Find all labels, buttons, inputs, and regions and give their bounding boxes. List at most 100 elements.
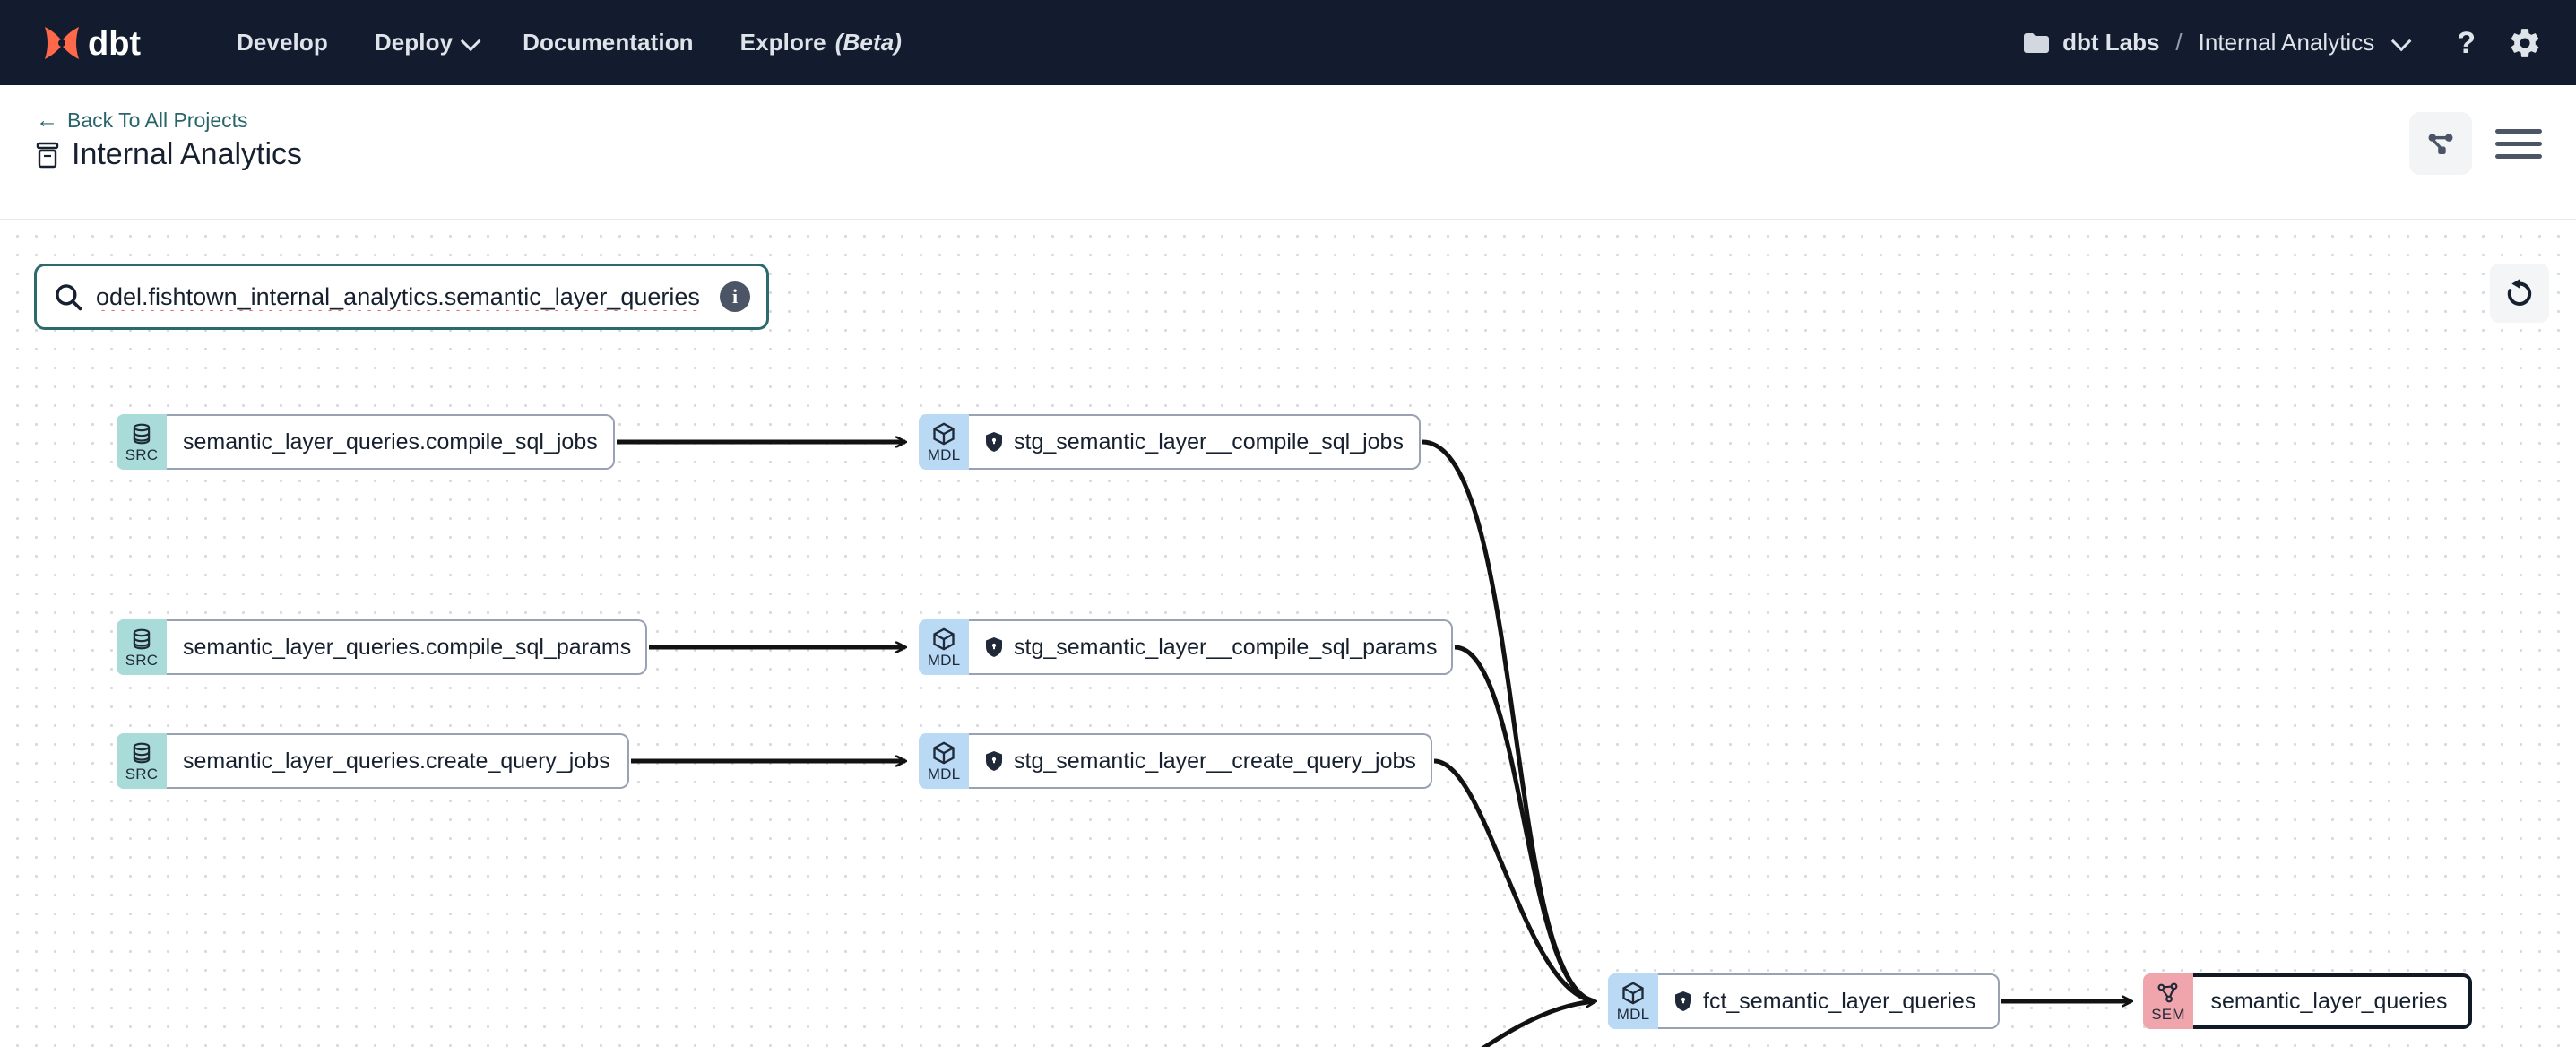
node-type-label: SRC — [125, 766, 159, 783]
project-name: Internal Analytics — [2198, 29, 2375, 56]
hamburger-menu-icon[interactable] — [2495, 120, 2542, 167]
dbt-logo[interactable]: dbt — [39, 22, 174, 65]
primary-nav: Develop Deploy Documentation Explore (Be… — [237, 29, 902, 56]
org-breadcrumb[interactable]: dbt Labs — [2023, 29, 2159, 56]
search-input[interactable]: odel.fishtown_internal_analytics.semanti… — [34, 264, 769, 330]
edge-mdl4-fct — [1481, 1001, 1595, 1047]
node-body: fct_semantic_layer_queries — [1658, 973, 2000, 1029]
shield-lock-icon — [985, 750, 1003, 772]
node-body: semantic_layer_queries — [2193, 973, 2472, 1029]
node-type-badge-src: SRC — [117, 619, 167, 675]
cube-icon — [931, 740, 956, 766]
graph-node-sem[interactable]: SEM semantic_layer_queries — [2143, 973, 2472, 1029]
nav-label-develop: Develop — [237, 29, 328, 56]
node-type-label: SRC — [125, 652, 159, 669]
node-body: stg_semantic_layer__compile_sql_jobs — [969, 414, 1421, 470]
node-type-label: MDL — [927, 652, 961, 669]
nav-label-deploy: Deploy — [374, 29, 454, 56]
folder-icon — [2024, 32, 2050, 53]
database-icon — [130, 740, 153, 766]
breadcrumb-separator: / — [2175, 29, 2183, 56]
dbt-logo-icon: dbt — [45, 25, 141, 63]
chevron-down-icon — [2391, 30, 2412, 51]
node-type-badge-mdl: MDL — [919, 733, 969, 789]
nav-item-deploy[interactable]: Deploy — [374, 29, 481, 56]
cube-icon — [1621, 981, 1646, 1006]
graph-node-src[interactable]: SRC semantic_layer_queries.compile_sql_p… — [117, 619, 647, 675]
nav-item-documentation[interactable]: Documentation — [523, 29, 694, 56]
hamburger-line — [2495, 141, 2542, 146]
node-label: semantic_layer_queries.compile_sql_param… — [183, 634, 632, 660]
search-info-icon[interactable]: i — [720, 281, 750, 312]
search-input-value: odel.fishtown_internal_analytics.semanti… — [96, 282, 700, 310]
back-to-all-projects-link[interactable]: ← Back To All Projects — [36, 108, 248, 133]
svg-text:dbt: dbt — [88, 25, 141, 63]
back-arrow-icon: ← — [36, 108, 58, 133]
graph-node-src[interactable]: SRC semantic_layer_queries.compile_sql_j… — [117, 414, 615, 470]
nav-label-documentation: Documentation — [523, 29, 694, 56]
page-title-text: Internal Analytics — [72, 137, 303, 171]
node-type-label: MDL — [927, 766, 961, 783]
node-body: semantic_layer_queries.compile_sql_param… — [167, 619, 647, 675]
nav-label-explore: Explore — [739, 29, 826, 56]
graph-node-mdl[interactable]: MDL stg_semantic_layer__compile_sql_para… — [919, 619, 1453, 675]
nav-item-explore[interactable]: Explore (Beta) — [740, 29, 902, 56]
semantic-graph-icon — [2157, 981, 2180, 1006]
hamburger-line — [2495, 128, 2542, 134]
org-name: dbt Labs — [2062, 29, 2160, 56]
reset-rotate-icon — [2507, 279, 2532, 306]
node-body: semantic_layer_queries.compile_sql_jobs — [167, 414, 615, 470]
node-label: fct_semantic_layer_queries — [1703, 988, 1976, 1014]
graph-node-mdl[interactable]: MDL stg_semantic_layer__create_query_job… — [919, 733, 1432, 789]
project-subheader: ← Back To All Projects Internal Analytic… — [0, 85, 2576, 220]
edge-mdl1-fct — [1422, 439, 1596, 1004]
lineage-graph: SRC semantic_layer_queries.compile_sql_j… — [0, 221, 2576, 1047]
node-label: semantic_layer_queries.create_query_jobs — [183, 748, 610, 774]
project-archive-icon — [36, 142, 59, 168]
hamburger-line — [2495, 153, 2542, 159]
edge-mdl3-fct — [1433, 758, 1596, 1004]
node-label: stg_semantic_layer__create_query_jobs — [1014, 748, 1416, 774]
node-body: semantic_layer_queries.create_query_jobs — [167, 733, 629, 789]
shield-lock-icon — [985, 636, 1003, 658]
node-body: stg_semantic_layer__create_query_jobs — [969, 733, 1432, 789]
node-type-badge-mdl: MDL — [919, 414, 969, 470]
nav-item-develop[interactable]: Develop — [237, 29, 328, 56]
node-label: stg_semantic_layer__compile_sql_params — [1014, 634, 1438, 660]
node-type-badge-mdl: MDL — [1608, 973, 1658, 1029]
graph-node-fct[interactable]: MDL fct_semantic_layer_queries — [1608, 973, 2000, 1029]
top-navigation-bar: dbt Develop Deploy Documentation Explore… — [0, 0, 2576, 85]
graph-node-src[interactable]: SRC semantic_layer_queries.create_query_… — [117, 733, 629, 789]
node-label: stg_semantic_layer__compile_sql_jobs — [1014, 428, 1404, 454]
page-title: Internal Analytics — [36, 137, 302, 172]
node-type-label: MDL — [1616, 1006, 1650, 1023]
reset-view-button[interactable] — [2490, 264, 2549, 323]
node-type-badge-src: SRC — [117, 733, 167, 789]
cube-icon — [931, 421, 956, 446]
subheader-actions — [2409, 112, 2542, 175]
node-type-badge-sem: SEM — [2143, 973, 2193, 1029]
node-type-badge-src: SRC — [117, 414, 167, 470]
graph-node-mdl[interactable]: MDL stg_semantic_layer__compile_sql_jobs — [919, 414, 1421, 470]
database-icon — [130, 421, 153, 446]
lineage-canvas[interactable]: odel.fishtown_internal_analytics.semanti… — [0, 221, 2576, 1047]
node-body: stg_semantic_layer__compile_sql_params — [969, 619, 1453, 675]
lineage-view-button[interactable] — [2409, 112, 2472, 175]
search-icon — [53, 281, 83, 312]
shield-lock-icon — [985, 431, 1003, 453]
database-icon — [130, 627, 153, 652]
project-breadcrumb[interactable]: Internal Analytics — [2198, 29, 2412, 56]
share-graph-icon — [2428, 134, 2453, 155]
chevron-down-icon — [460, 30, 481, 51]
gear-icon[interactable] — [2508, 26, 2542, 60]
nav-right-cluster: dbt Labs / Internal Analytics ? — [2023, 26, 2542, 60]
nav-label-explore-beta: (Beta) — [834, 29, 903, 56]
node-type-badge-mdl: MDL — [919, 619, 969, 675]
shield-lock-icon — [1674, 991, 1692, 1012]
node-type-label: SEM — [2151, 1006, 2185, 1023]
node-type-label: MDL — [927, 446, 961, 463]
node-type-label: SRC — [125, 446, 159, 463]
cube-icon — [931, 627, 956, 652]
help-icon[interactable]: ? — [2457, 25, 2476, 60]
node-label: semantic_layer_queries.compile_sql_jobs — [183, 428, 598, 454]
